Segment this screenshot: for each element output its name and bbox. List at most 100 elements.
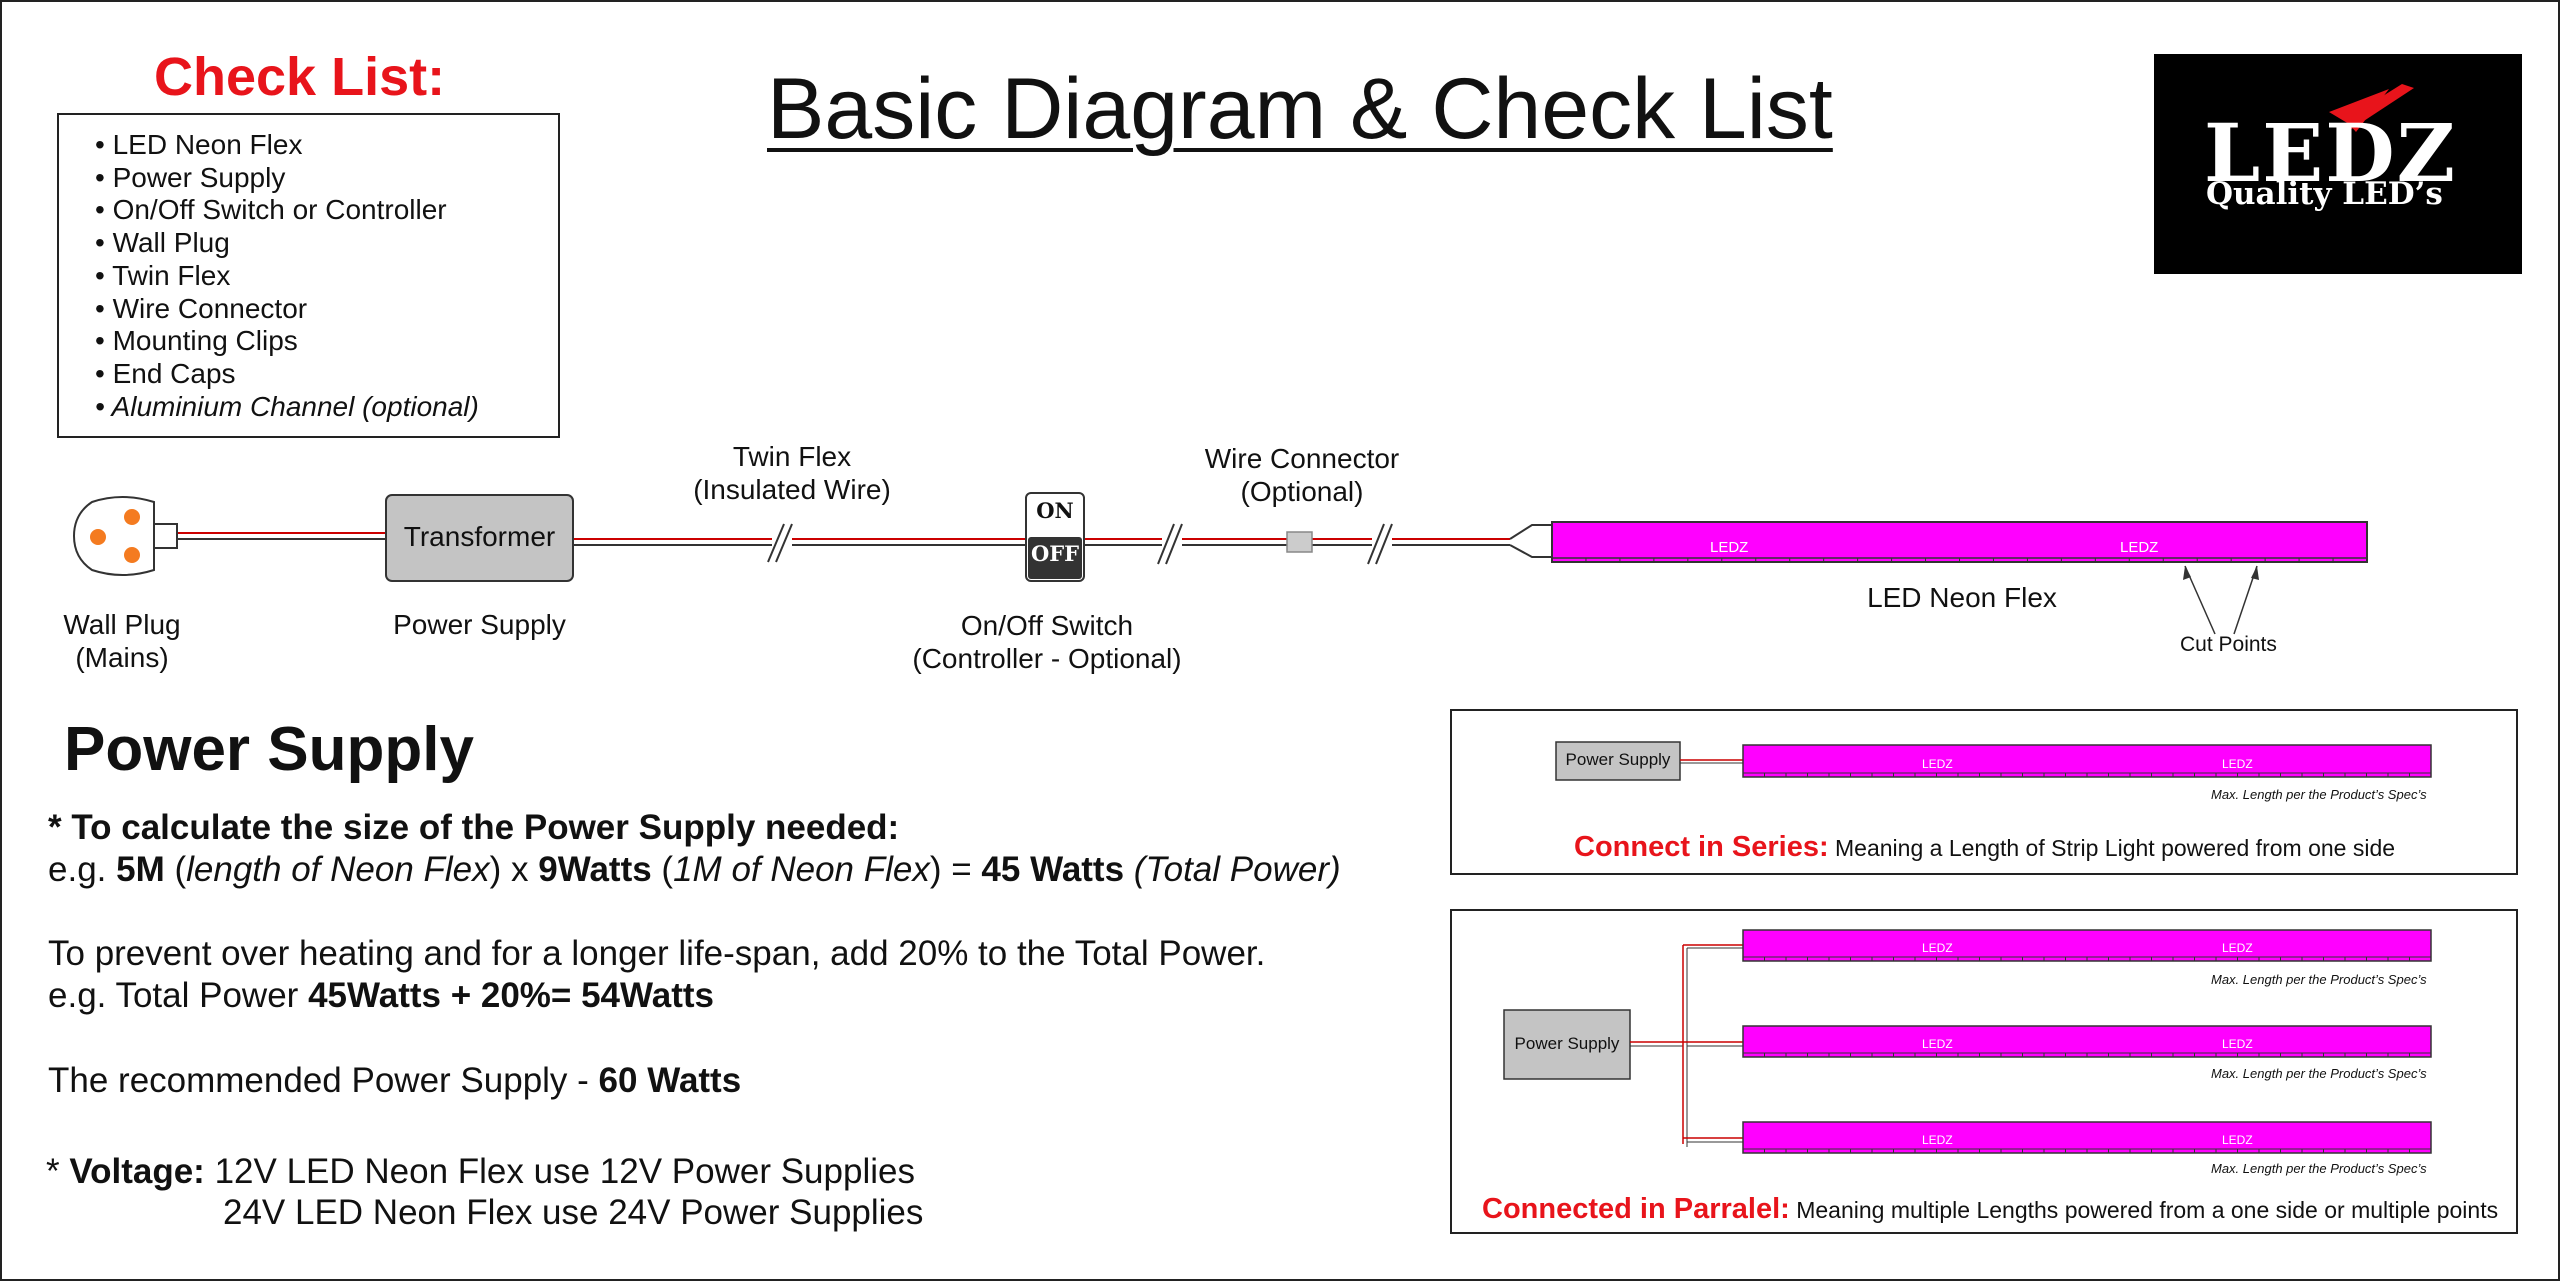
parallel-power-supply-box [1503, 1009, 1631, 1080]
total-power-value: 45Watts + 20%= 54Watts [308, 976, 714, 1015]
strip-brand-text: LEDZ [1710, 539, 1749, 556]
checklist-item: • End Caps [95, 357, 236, 389]
parallel-caption-title: Connected in Parralel: [1482, 1193, 1790, 1225]
transformer-box [385, 494, 574, 582]
parallel-caption: Connected in Parralel: Meaning multiple … [1482, 1193, 2498, 1226]
checklist-item: • Power Supply [95, 161, 286, 193]
calc-example: e.g. 5M (length of Neon Flex) x 9Watts (… [48, 850, 1341, 889]
wire-transformer-switch [573, 538, 1026, 546]
parallel-maxlen-note: Max. Length per the Product’s Spec’s [2211, 1066, 2427, 1081]
strip-brand-text: LEDZ [1922, 1133, 1953, 1147]
calc-watt-value: 9Watts [538, 850, 652, 889]
calc-total-value: 45 Watts [981, 850, 1125, 889]
logo-brand: LEDZ [2204, 106, 2457, 200]
strip-brand-text: LEDZ [2222, 941, 2253, 955]
transformer-label: Transformer [403, 521, 556, 552]
series-caption-title: Connect in Series: [1574, 831, 1829, 863]
checklist-item: • Wire Connector [95, 292, 308, 324]
recommended-line: The recommended Power Supply - 60 Watts [48, 1060, 741, 1101]
calc-text: x [501, 850, 539, 889]
checklist-item: • Aluminium Channel (optional) [95, 390, 479, 422]
parallel-maxlen-note: Max. Length per the Product’s Spec’s [2211, 1161, 2427, 1176]
calc-length-value: 5M [116, 850, 165, 889]
neon-flex-label: LED Neon Flex [1867, 582, 2057, 613]
on-off-switch-icon [1025, 492, 1085, 582]
twin-flex-label-line: (Insulated Wire) [693, 474, 891, 505]
voltage-line-24: 24V LED Neon Flex use 24V Power Supplies [223, 1193, 924, 1232]
led-neon-flex-strip [1551, 521, 2368, 563]
wire-connector-label-line: (Optional) [1240, 476, 1364, 507]
calc-text: e.g. Total Power [48, 976, 309, 1015]
ledz-logo: LEDZ Quality LED’s [2154, 54, 2522, 274]
total-power-line: e.g. Total Power 45Watts + 20%= 54Watts [48, 975, 714, 1016]
wire-break-icon [767, 523, 793, 563]
wall-plug-label-line: Wall Plug [63, 609, 181, 640]
series-neon-strip [1742, 744, 2432, 778]
wall-plug-label: Wall Plug (Mains) [42, 608, 202, 674]
parallel-wires [1630, 944, 1743, 1147]
parallel-neon-strip-1 [1742, 929, 2432, 962]
wall-plug-icon [72, 496, 178, 576]
parallel-caption-text: Meaning multiple Lengths powered from a … [1789, 1197, 2499, 1223]
series-panel: Power Supply LEDZ LEDZ Max. Length per t… [1450, 709, 2518, 875]
strip-brand-text: LEDZ [2222, 1133, 2253, 1147]
parallel-maxlen-note: Max. Length per the Product’s Spec’s [2211, 972, 2427, 987]
twin-flex-label-line: Twin Flex [732, 441, 852, 472]
calc-text: = [941, 850, 982, 889]
strip-brand-text: LEDZ [2222, 757, 2253, 771]
voltage-line: * Voltage: 12V LED Neon Flex use 12V Pow… [46, 1151, 915, 1192]
strip-brand-text: LEDZ [2120, 539, 2159, 556]
calc-text: length of Neon Flex [186, 850, 490, 889]
prevent-text: To prevent over heating and for a longer… [48, 934, 1266, 973]
series-diagram [1555, 741, 2432, 781]
switch-off-label: OFF [1030, 541, 1080, 566]
cut-points-label: Cut Points [2180, 633, 2277, 656]
calc-text: The recommended Power Supply - [48, 1061, 599, 1100]
wire-connector-label-line: Wire Connector [1204, 443, 1400, 474]
series-power-supply-label: Power Supply [1565, 750, 1671, 769]
wall-plug-label-line: (Mains) [75, 642, 169, 673]
checklist-item: • Twin Flex [95, 259, 231, 291]
calc-text: e.g. [48, 850, 117, 889]
checklist-title: Check List: [154, 47, 446, 107]
recommended-value: 60 Watts [598, 1061, 742, 1100]
checklist-item: • Mounting Clips [95, 325, 298, 357]
calc-text: 12V LED Neon Flex use 12V Power Supplies [204, 1152, 915, 1191]
power-supply-label: Power Supply [393, 609, 566, 640]
calc-text: 1M of Neon Flex [673, 850, 930, 889]
wire-connector-icon [1286, 531, 1313, 553]
strip-brand-text: LEDZ [1922, 1037, 1953, 1051]
switch-on-label: ON [1036, 498, 1074, 523]
checklist-item: • Wall Plug [95, 227, 230, 259]
series-power-supply-box [1555, 741, 1681, 781]
page-title: Basic Diagram & Check List [767, 61, 1833, 157]
power-supply-heading: Power Supply [64, 715, 474, 784]
checklist-item: • LED Neon Flex [95, 129, 303, 160]
series-maxlen-note: Max. Length per the Product’s Spec’s [2211, 787, 2427, 802]
wire-break-icon [1367, 523, 1393, 565]
switch-label-line: (Controller - Optional) [912, 643, 1182, 674]
strip-brand-text: LEDZ [1922, 757, 1953, 771]
checklist-box: • LED Neon Flex • Power Supply • On/Off … [57, 113, 560, 438]
logo-tagline: Quality LED’s [2206, 176, 2443, 212]
calc-heading: * To calculate the size of the Power Sup… [48, 808, 900, 847]
series-caption-text: Meaning a Length of Strip Light powered … [1828, 835, 2396, 861]
cut-point-ticks [1585, 558, 2334, 563]
switch-label-line: On/Off Switch [960, 610, 1134, 641]
calc-text: (Total Power) [1133, 850, 1341, 889]
checklist-item: • On/Off Switch or Controller [95, 194, 447, 226]
parallel-power-supply-label: Power Supply [1514, 1034, 1620, 1053]
twin-flex-label: Twin Flex (Insulated Wire) [672, 440, 912, 506]
parallel-neon-strip-2 [1742, 1025, 2432, 1058]
strip-brand-text: LEDZ [1922, 941, 1953, 955]
parallel-diagram [1503, 929, 2432, 1154]
strip-brand-text: LEDZ [2222, 1037, 2253, 1051]
cut-points-arrows [2183, 565, 2259, 635]
calc-text: * [46, 1152, 70, 1191]
wire-connector-label: Wire Connector (Optional) [1182, 442, 1422, 508]
wire-switch-neon [1084, 524, 1552, 558]
parallel-panel: Power Supply LEDZ LEDZ LEDZ LEDZ LEDZ LE… [1450, 909, 2518, 1234]
parallel-neon-strip-3 [1742, 1121, 2432, 1154]
logo-tick-icon [2329, 84, 2414, 134]
